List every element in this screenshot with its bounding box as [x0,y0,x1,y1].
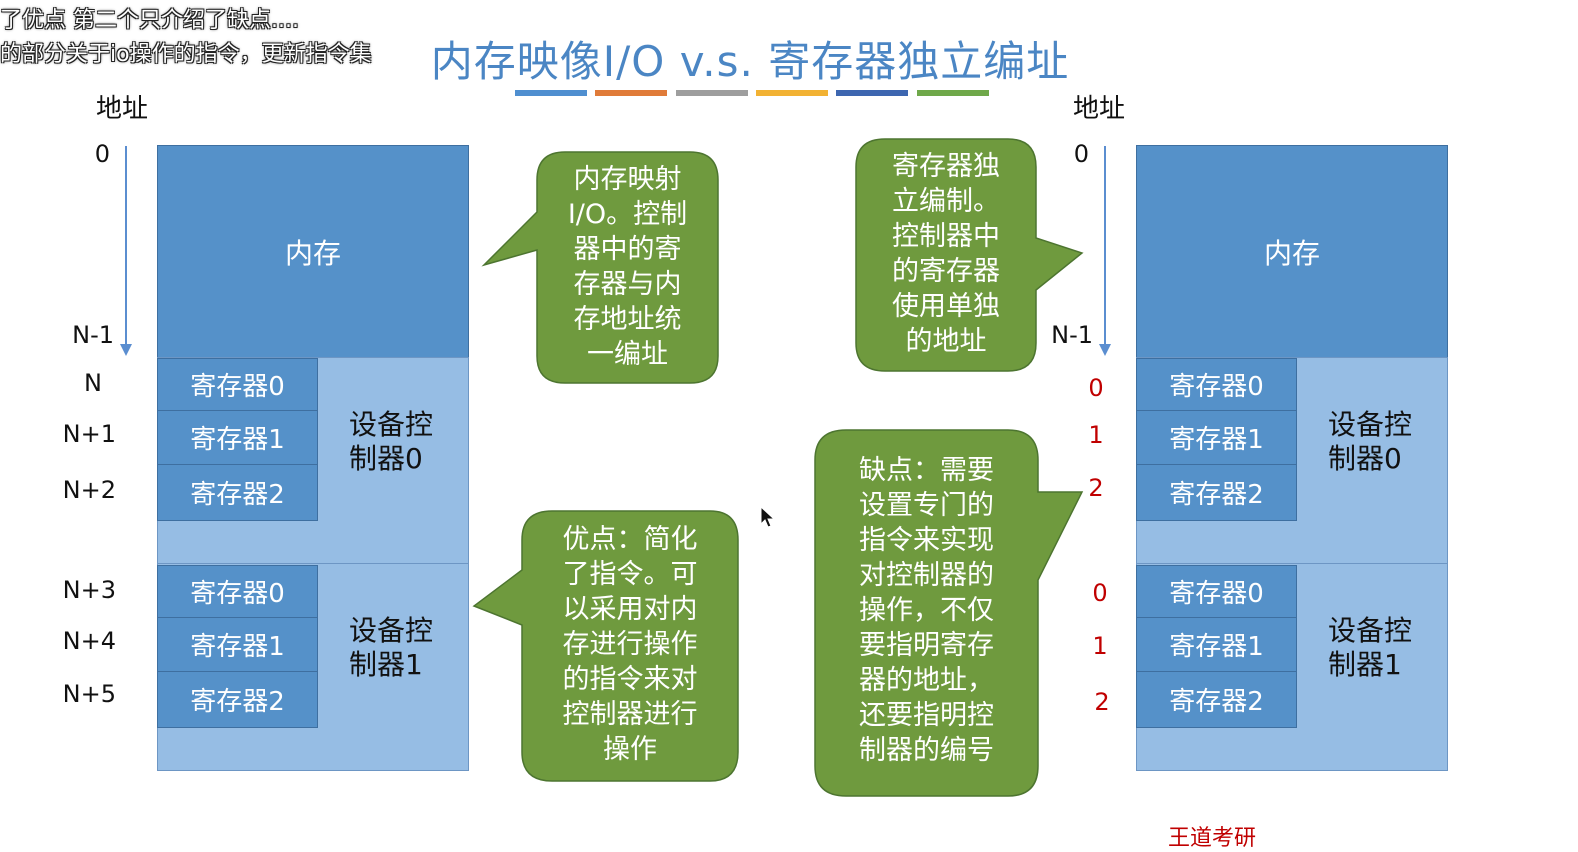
right-address-arrow [1104,146,1106,346]
address-label: N+3 [62,576,116,604]
bubble-line: 内存映射 [573,164,682,195]
register-1: 寄存器1 [1136,410,1297,465]
bubble-line: 寄存器独 [892,151,1000,182]
bubble-advantage: 优点：简化 了指令。可 以采用对内 存进行操作 的指令来对 控制器进行 操作 [522,522,738,767]
bubble-disadvantage: 缺点：需要 设置专门的 指令来实现 对控制器的 操作，不仅 要指明寄存 器的地址… [815,453,1038,768]
bubble-line: 的寄存器 [892,256,1000,287]
bubble-independent: 寄存器独 立编制。 控制器中 的寄存器 使用单独 的地址 [856,149,1036,359]
register-2: 寄存器2 [1136,464,1297,521]
bubble-advantage-shape [472,510,739,782]
accent-bar [515,90,587,96]
danmaku-comment-2: 的部分关于io操作的指令，更新指令集 [0,42,372,67]
address-label: N+4 [62,627,116,655]
bubble-line: I/O。控制 [567,199,688,230]
bubble-line: 控制器进行 [562,699,698,730]
address-label: N-1 [72,321,114,349]
controller-label-line: 制器0 [349,442,423,475]
bubble-memory-mapped-shape [481,151,719,384]
bubble-line: 器中的寄 [573,234,682,265]
controller-label-line: 设备控 [1328,408,1413,441]
address-label: N-1 [1051,321,1093,349]
controller-label-line: 设备控 [1328,614,1413,647]
controller-register-index: 1 [1092,632,1108,660]
address-label: N+1 [62,420,116,448]
controller-label-line: 设备控 [349,614,434,647]
right-arrow-head-icon [1099,344,1111,356]
controller-register-index: 2 [1094,688,1110,716]
memory-label: 内存 [284,237,341,270]
bubble-line: 操作，不仅 [859,595,994,626]
bubble-line: 以采用对内 [562,594,698,625]
memory-label: 内存 [1263,237,1320,270]
accent-bar [756,90,828,96]
bubble-independent-shape [855,138,1084,372]
controller-label-line: 设备控 [349,408,434,441]
bubble-line: 了指令。可 [562,559,698,590]
accent-bar [676,90,748,96]
controller-register-index: 2 [1088,474,1104,502]
address-label: N+2 [62,476,116,504]
accent-bar [595,90,667,96]
register-1: 寄存器1 [157,410,318,465]
bubble-line: 要指明寄存 [859,630,994,661]
address-label: 0 [1073,140,1089,168]
bubble-line: 指令来实现 [859,525,994,556]
memory-block: 内存 [1136,145,1448,359]
device-controller-label: 设备控 制器1 [1328,614,1412,682]
bubble-line: 器的地址， [859,665,994,696]
bubble-line: 操作 [603,734,657,765]
controller-register-index: 0 [1088,374,1104,402]
bubble-line: 制器的编号 [859,735,994,766]
bubble-line: 使用单独 [892,291,1000,322]
bubble-line: 还要指明控 [859,700,994,731]
mouse-pointer-icon [760,506,776,528]
device-controller-label: 设备控 制器0 [349,408,433,476]
bubble-line: 存地址统 [573,304,682,335]
address-label: N [84,369,102,397]
bubble-disadvantage-shape [814,429,1084,797]
left-address-axis-label: 地址 [96,94,149,124]
footer-watermark: 王道考研 [1168,826,1257,851]
accent-bar [836,90,908,96]
accent-bar [917,90,989,96]
bubble-line: 立编制。 [892,186,1000,217]
address-label: 0 [94,140,110,168]
register-1: 寄存器1 [157,617,318,672]
controller-label-line: 制器0 [1328,442,1402,475]
controller-register-index: 1 [1088,421,1104,449]
memory-block: 内存 [157,145,469,359]
controller-label-line: 制器1 [1328,648,1402,681]
bubble-line: 的地址 [905,326,987,357]
register-1: 寄存器1 [1136,617,1297,672]
bubble-line: 优点：简化 [562,524,698,555]
bubble-line: 对控制器的 [859,560,994,591]
device-controller-label: 设备控 制器1 [349,614,433,682]
bubble-line: 设置专门的 [859,490,994,521]
bubble-memory-mapped: 内存映射 I/O。控制 器中的寄 存器与内 存地址统 一编址 [537,162,718,372]
slide-title: 内存映像I/O v.s. 寄存器独立编址 [430,37,1070,86]
register-2: 寄存器2 [1136,671,1297,728]
address-label: N+5 [62,680,116,708]
register-2: 寄存器2 [157,671,318,728]
danmaku-comment-1: 了优点 第二个只介绍了缺点.... [0,8,299,33]
controller-register-index: 0 [1092,579,1108,607]
device-controller-label: 设备控 制器0 [1328,408,1412,476]
controller-label-line: 制器1 [349,648,423,681]
bubble-line: 存器与内 [573,269,682,300]
right-address-axis-label: 地址 [1073,94,1126,124]
bubble-line: 一编址 [587,339,668,370]
bubble-line: 的指令来对 [562,664,698,695]
bubble-line: 控制器中 [892,221,1000,252]
left-arrow-head-icon [120,344,132,356]
bubble-line: 存进行操作 [562,629,698,660]
register-2: 寄存器2 [157,464,318,521]
left-address-arrow [125,146,127,346]
bubble-line: 缺点：需要 [859,455,994,486]
